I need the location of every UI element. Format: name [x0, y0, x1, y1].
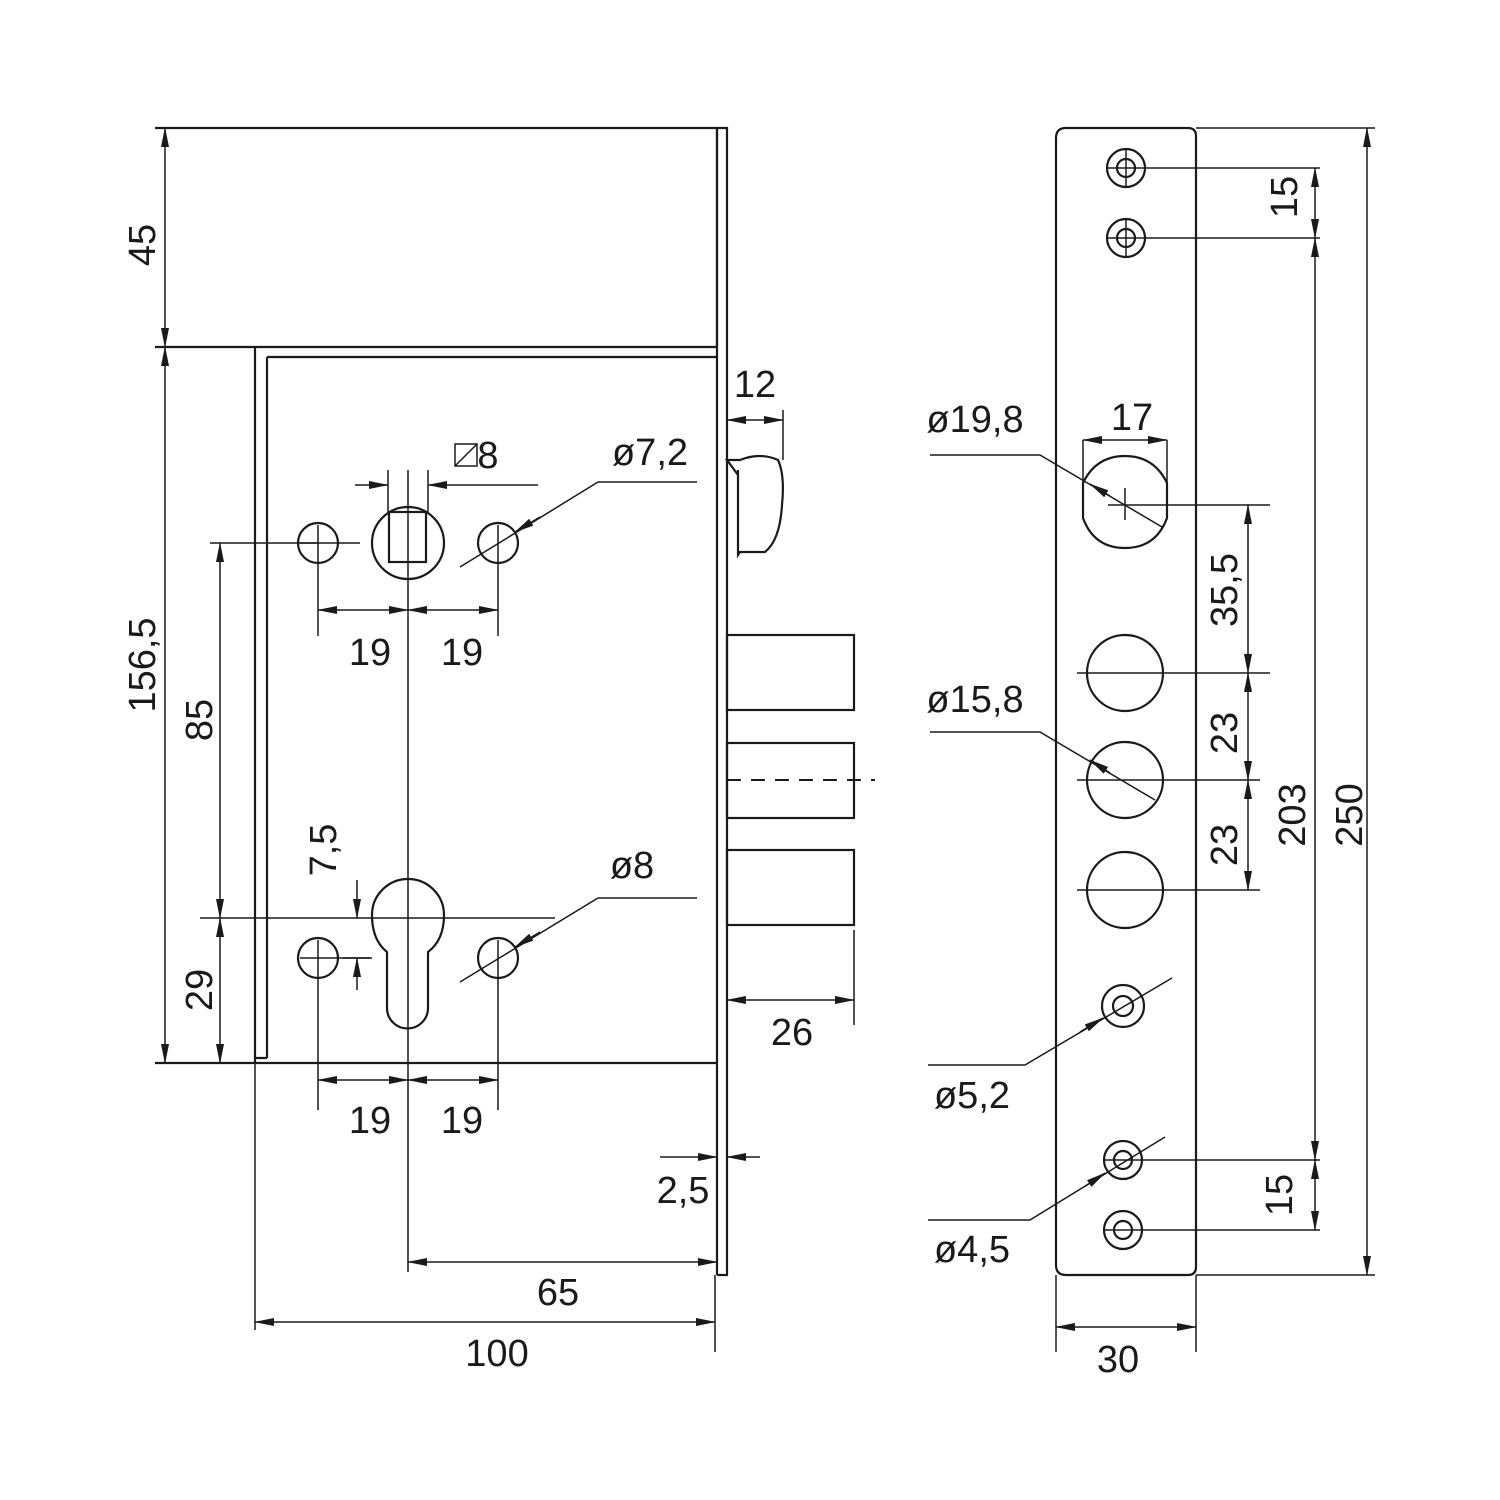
door-top-outline — [155, 126, 719, 347]
lock-case-outline — [253, 347, 717, 1063]
dim-faceplate-thickness: 2,5 — [657, 1170, 710, 1212]
dim-bottom-left-spacing: 19 — [349, 1100, 391, 1142]
dead-bolt-1 — [725, 633, 856, 712]
faceplate — [717, 126, 729, 1277]
dim-total-length: 250 — [1329, 783, 1371, 846]
dim-square-spindle: 8 — [477, 435, 498, 477]
side-centerlines — [1077, 127, 1375, 1276]
dim-backset: 65 — [537, 1272, 579, 1314]
dim-bolt-spacing-1: 23 — [1204, 712, 1246, 754]
dim-bolt-throw: 26 — [771, 1012, 813, 1054]
dim-bottom-right-spacing: 19 — [441, 1100, 483, 1142]
dim-top-right-spacing: 19 — [441, 632, 483, 674]
square-symbol-diagonal — [454, 443, 478, 467]
dim-latch-to-bolt: 35,5 — [1204, 553, 1246, 627]
dim-top-screw-spacing: 15 — [1264, 176, 1306, 218]
dim-case-width: 100 — [465, 1333, 528, 1375]
dim-body-height: 156,5 — [122, 617, 164, 712]
dim-faceplate-width: 30 — [1097, 1339, 1139, 1381]
screw-hole-3 — [1100, 983, 1146, 1029]
latch-bolt — [724, 454, 784, 559]
dim-hole-diameter-top: ø7,2 — [612, 432, 688, 474]
faceplate-outline — [1054, 126, 1198, 1277]
dim-screw-hole-large: ø5,2 — [934, 1075, 1010, 1117]
dead-bolt-3 — [725, 848, 856, 927]
dim-bolt-hole-diameter: ø15,8 — [926, 679, 1023, 721]
dim-bottom-screw-spacing: 15 — [1259, 1174, 1301, 1216]
side-view: 15 15 ø19,8 17 35,5 ø15,8 23 23 203 250 … — [926, 126, 1375, 1381]
dim-hole-spacing: 85 — [179, 699, 221, 741]
dim-top-height: 45 — [122, 224, 164, 266]
front-dimension-lines — [161, 127, 855, 1352]
dim-cylinder-offset: 7,5 — [303, 824, 345, 877]
dim-latch-width: 12 — [734, 364, 776, 406]
square-symbol-icon — [454, 443, 478, 467]
side-dimension-lines — [928, 127, 1371, 1352]
dim-hole-diameter-bottom: ø8 — [610, 845, 654, 887]
cylinder-cutout — [370, 877, 446, 1030]
front-view: 45 156,5 85 29 8 ø7,2 19 19 7,5 ø8 19 19… — [122, 126, 875, 1375]
dim-inner-length: 203 — [1272, 783, 1314, 846]
dim-screw-hole-small: ø4,5 — [934, 1229, 1010, 1271]
dim-top-left-spacing: 19 — [349, 632, 391, 674]
dim-bolt-spacing-2: 23 — [1204, 824, 1246, 866]
latch-opening — [1081, 454, 1169, 550]
dim-latch-hole-diameter: ø19,8 — [926, 399, 1023, 441]
front-centerlines — [200, 470, 555, 1272]
dim-latch-hole-width: 17 — [1111, 397, 1153, 439]
dim-lower-offset: 29 — [179, 969, 221, 1011]
